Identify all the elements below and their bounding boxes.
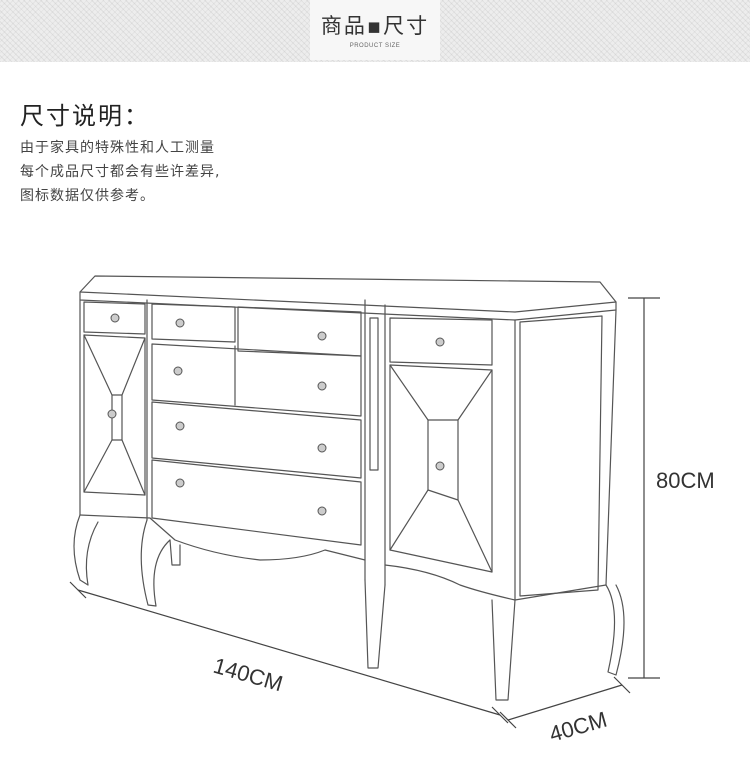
back-right-leg — [605, 584, 625, 676]
size-note-line-1: 由于家具的特殊性和人工测量 — [20, 140, 215, 156]
center-drawer-top-right — [237, 306, 362, 357]
back-right-edge — [605, 309, 617, 586]
knob — [317, 331, 327, 341]
sideboard-line-art — [73, 275, 625, 701]
center-drawer-4 — [151, 459, 362, 546]
depth-dimension-line — [507, 684, 623, 721]
right-apron — [384, 564, 607, 601]
front-left-leg — [73, 514, 99, 586]
center-drawer-2 — [151, 343, 362, 417]
dimension-lines — [69, 297, 660, 729]
size-note-line-2: 每个成品尺寸都会有些许差异, — [20, 164, 221, 180]
section-subtitle: PRODUCT SIZE — [349, 43, 401, 49]
knob — [175, 478, 185, 488]
left-small-drawer — [83, 301, 146, 335]
knob — [435, 337, 445, 347]
right-small-drawer — [389, 317, 493, 366]
height-dimension-line — [628, 297, 660, 679]
knob — [175, 421, 185, 431]
length-dimension-line — [77, 589, 501, 716]
length-label: 140CM — [211, 653, 286, 697]
center-leg — [364, 579, 386, 669]
left-back-leg — [140, 519, 171, 607]
knob — [317, 506, 327, 516]
sideboard-top — [79, 275, 617, 313]
knob — [173, 366, 183, 376]
depth-label: 40CM — [546, 707, 609, 747]
height-label: 80CM — [656, 468, 715, 493]
knob — [110, 313, 120, 323]
left-apron — [79, 514, 366, 561]
side-panel — [519, 315, 603, 597]
center-drawer-top-left — [151, 303, 236, 343]
knob — [435, 461, 445, 471]
size-note-line-3: 图标数据仅供参考。 — [20, 188, 155, 204]
section-title: 商品▪尺寸 — [320, 14, 430, 38]
header-title-bar — [310, 0, 440, 60]
front-right-leg — [491, 599, 516, 701]
knob — [107, 409, 117, 419]
center-drawer-3 — [151, 401, 362, 479]
size-note-title: 尺寸说明： — [20, 102, 150, 130]
knob — [175, 318, 185, 328]
knobs — [107, 313, 445, 516]
knob — [317, 381, 327, 391]
knob — [317, 443, 327, 453]
